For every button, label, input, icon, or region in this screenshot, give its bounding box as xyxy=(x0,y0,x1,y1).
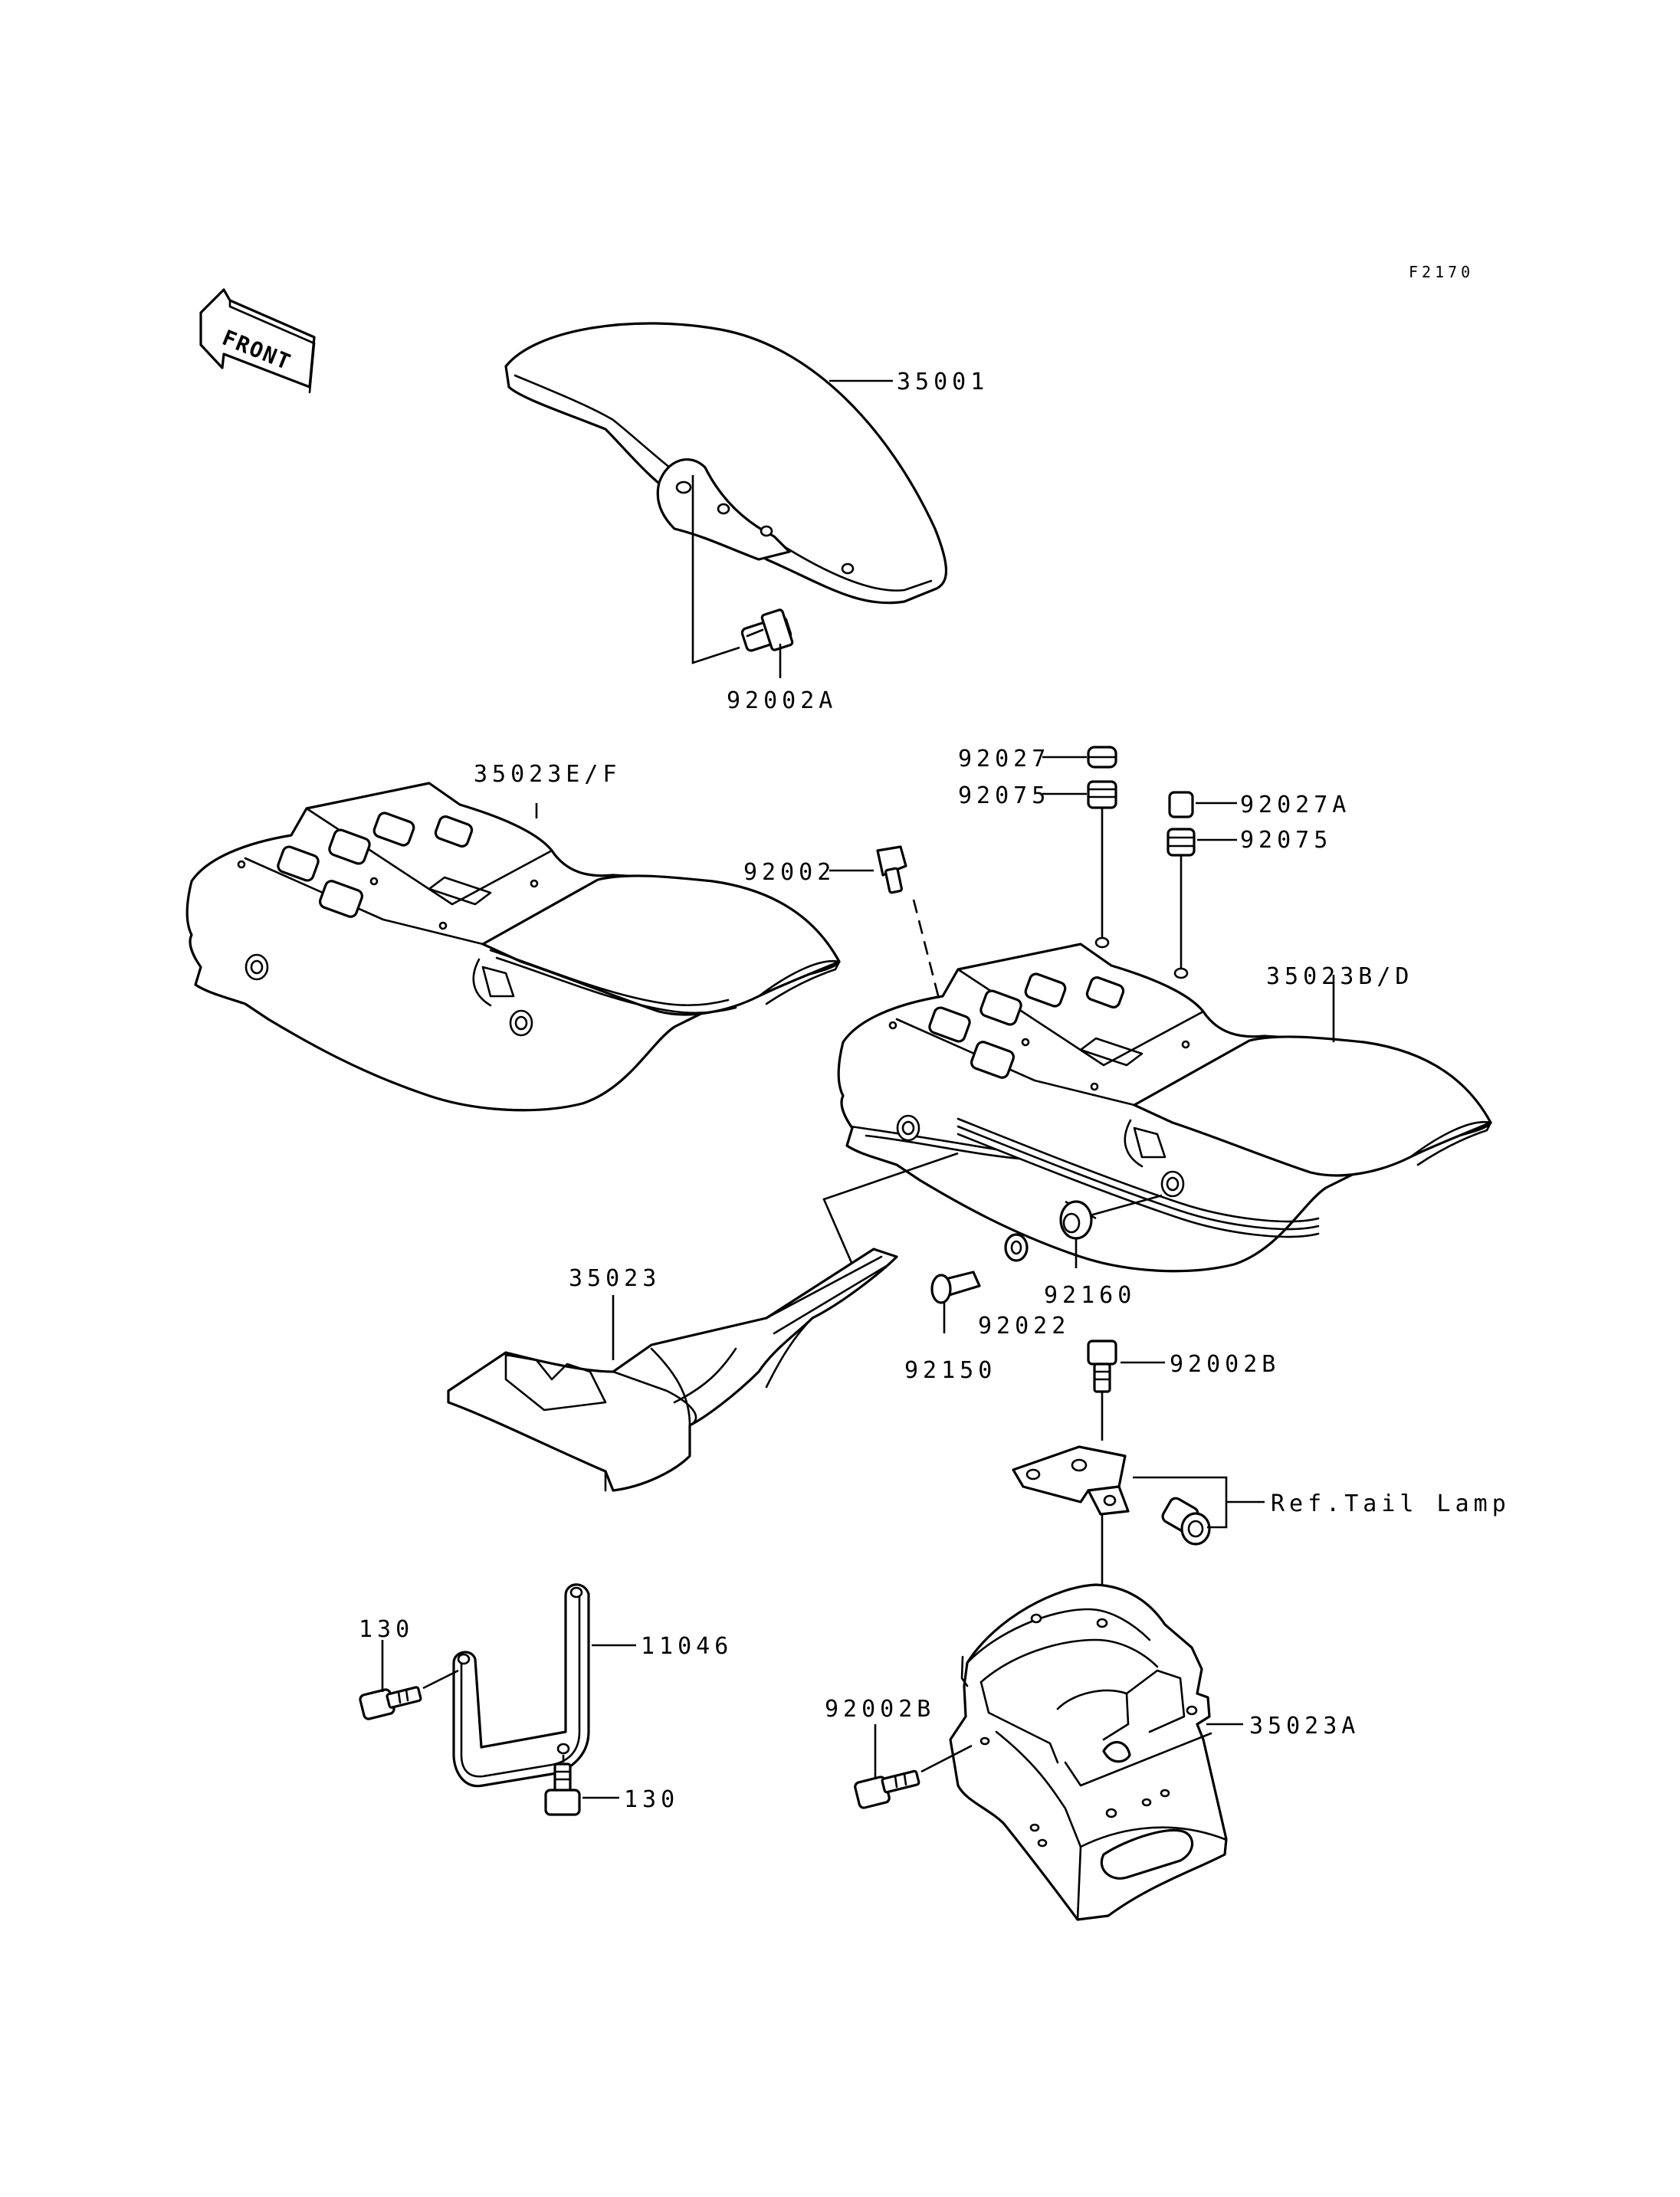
bolt-92002 xyxy=(876,845,907,894)
label-collar: 92027A xyxy=(1240,792,1350,818)
label-bolt-130-bottom: 130 xyxy=(624,1786,679,1813)
bushing-tail-lamp xyxy=(1161,1497,1211,1546)
label-grommet: 92027 xyxy=(958,746,1050,772)
damper-92160 xyxy=(1059,1200,1093,1240)
label-front-fender: 35001 xyxy=(897,369,989,395)
label-bolt-130-top: 130 xyxy=(359,1616,414,1643)
label-bolt-b-bottom: 92002B xyxy=(825,1696,935,1723)
label-bracket: 11046 xyxy=(641,1633,733,1660)
bracket-11046 xyxy=(452,1583,590,1788)
label-pin: 92150 xyxy=(904,1357,996,1384)
grommet-92027 xyxy=(1087,746,1117,769)
label-damper-a: 92075 xyxy=(958,782,1050,809)
rear-fender-inner xyxy=(447,1248,898,1492)
label-washer: 92022 xyxy=(978,1313,1070,1340)
label-rear-flap: 35023A xyxy=(1249,1713,1360,1740)
rear-fender-bd xyxy=(837,936,1492,1273)
label-rear-fender-ef: 35023E/F xyxy=(474,761,622,788)
label-bolt-b-top: 92002B xyxy=(1170,1351,1280,1378)
label-bolt: 92002 xyxy=(743,859,835,886)
rear-fender-ef xyxy=(185,782,841,1112)
figure-code: F2170 xyxy=(1409,263,1474,281)
bolt-92002b-bottom xyxy=(854,1769,920,1809)
label-damper-b: 92075 xyxy=(1240,827,1332,854)
washer-92022 xyxy=(1004,1233,1029,1262)
bolt-130-bottom xyxy=(544,1763,581,1816)
collar-92027a xyxy=(1168,791,1194,818)
bolt-130-top xyxy=(359,1686,422,1720)
label-rear-fender-bd: 35023B/D xyxy=(1266,963,1414,990)
front-fender xyxy=(504,322,948,605)
label-rear-fender-inner: 35023 xyxy=(569,1265,661,1292)
front-arrow-icon: FRONT xyxy=(199,288,316,394)
pin-92150 xyxy=(930,1271,981,1304)
label-bolt-92002a: 92002A xyxy=(727,687,837,714)
rear-flap xyxy=(949,1583,1228,1921)
bolt-92002a xyxy=(740,608,794,652)
damper-92075-a xyxy=(1087,780,1117,809)
label-ref-tail-lamp: Ref.Tail Lamp xyxy=(1271,1490,1511,1517)
damper-92075-b xyxy=(1166,828,1196,857)
label-damper-c: 92160 xyxy=(1044,1282,1136,1309)
tail-lamp-bracket xyxy=(1012,1445,1130,1516)
bolt-92002b-top xyxy=(1087,1340,1117,1393)
